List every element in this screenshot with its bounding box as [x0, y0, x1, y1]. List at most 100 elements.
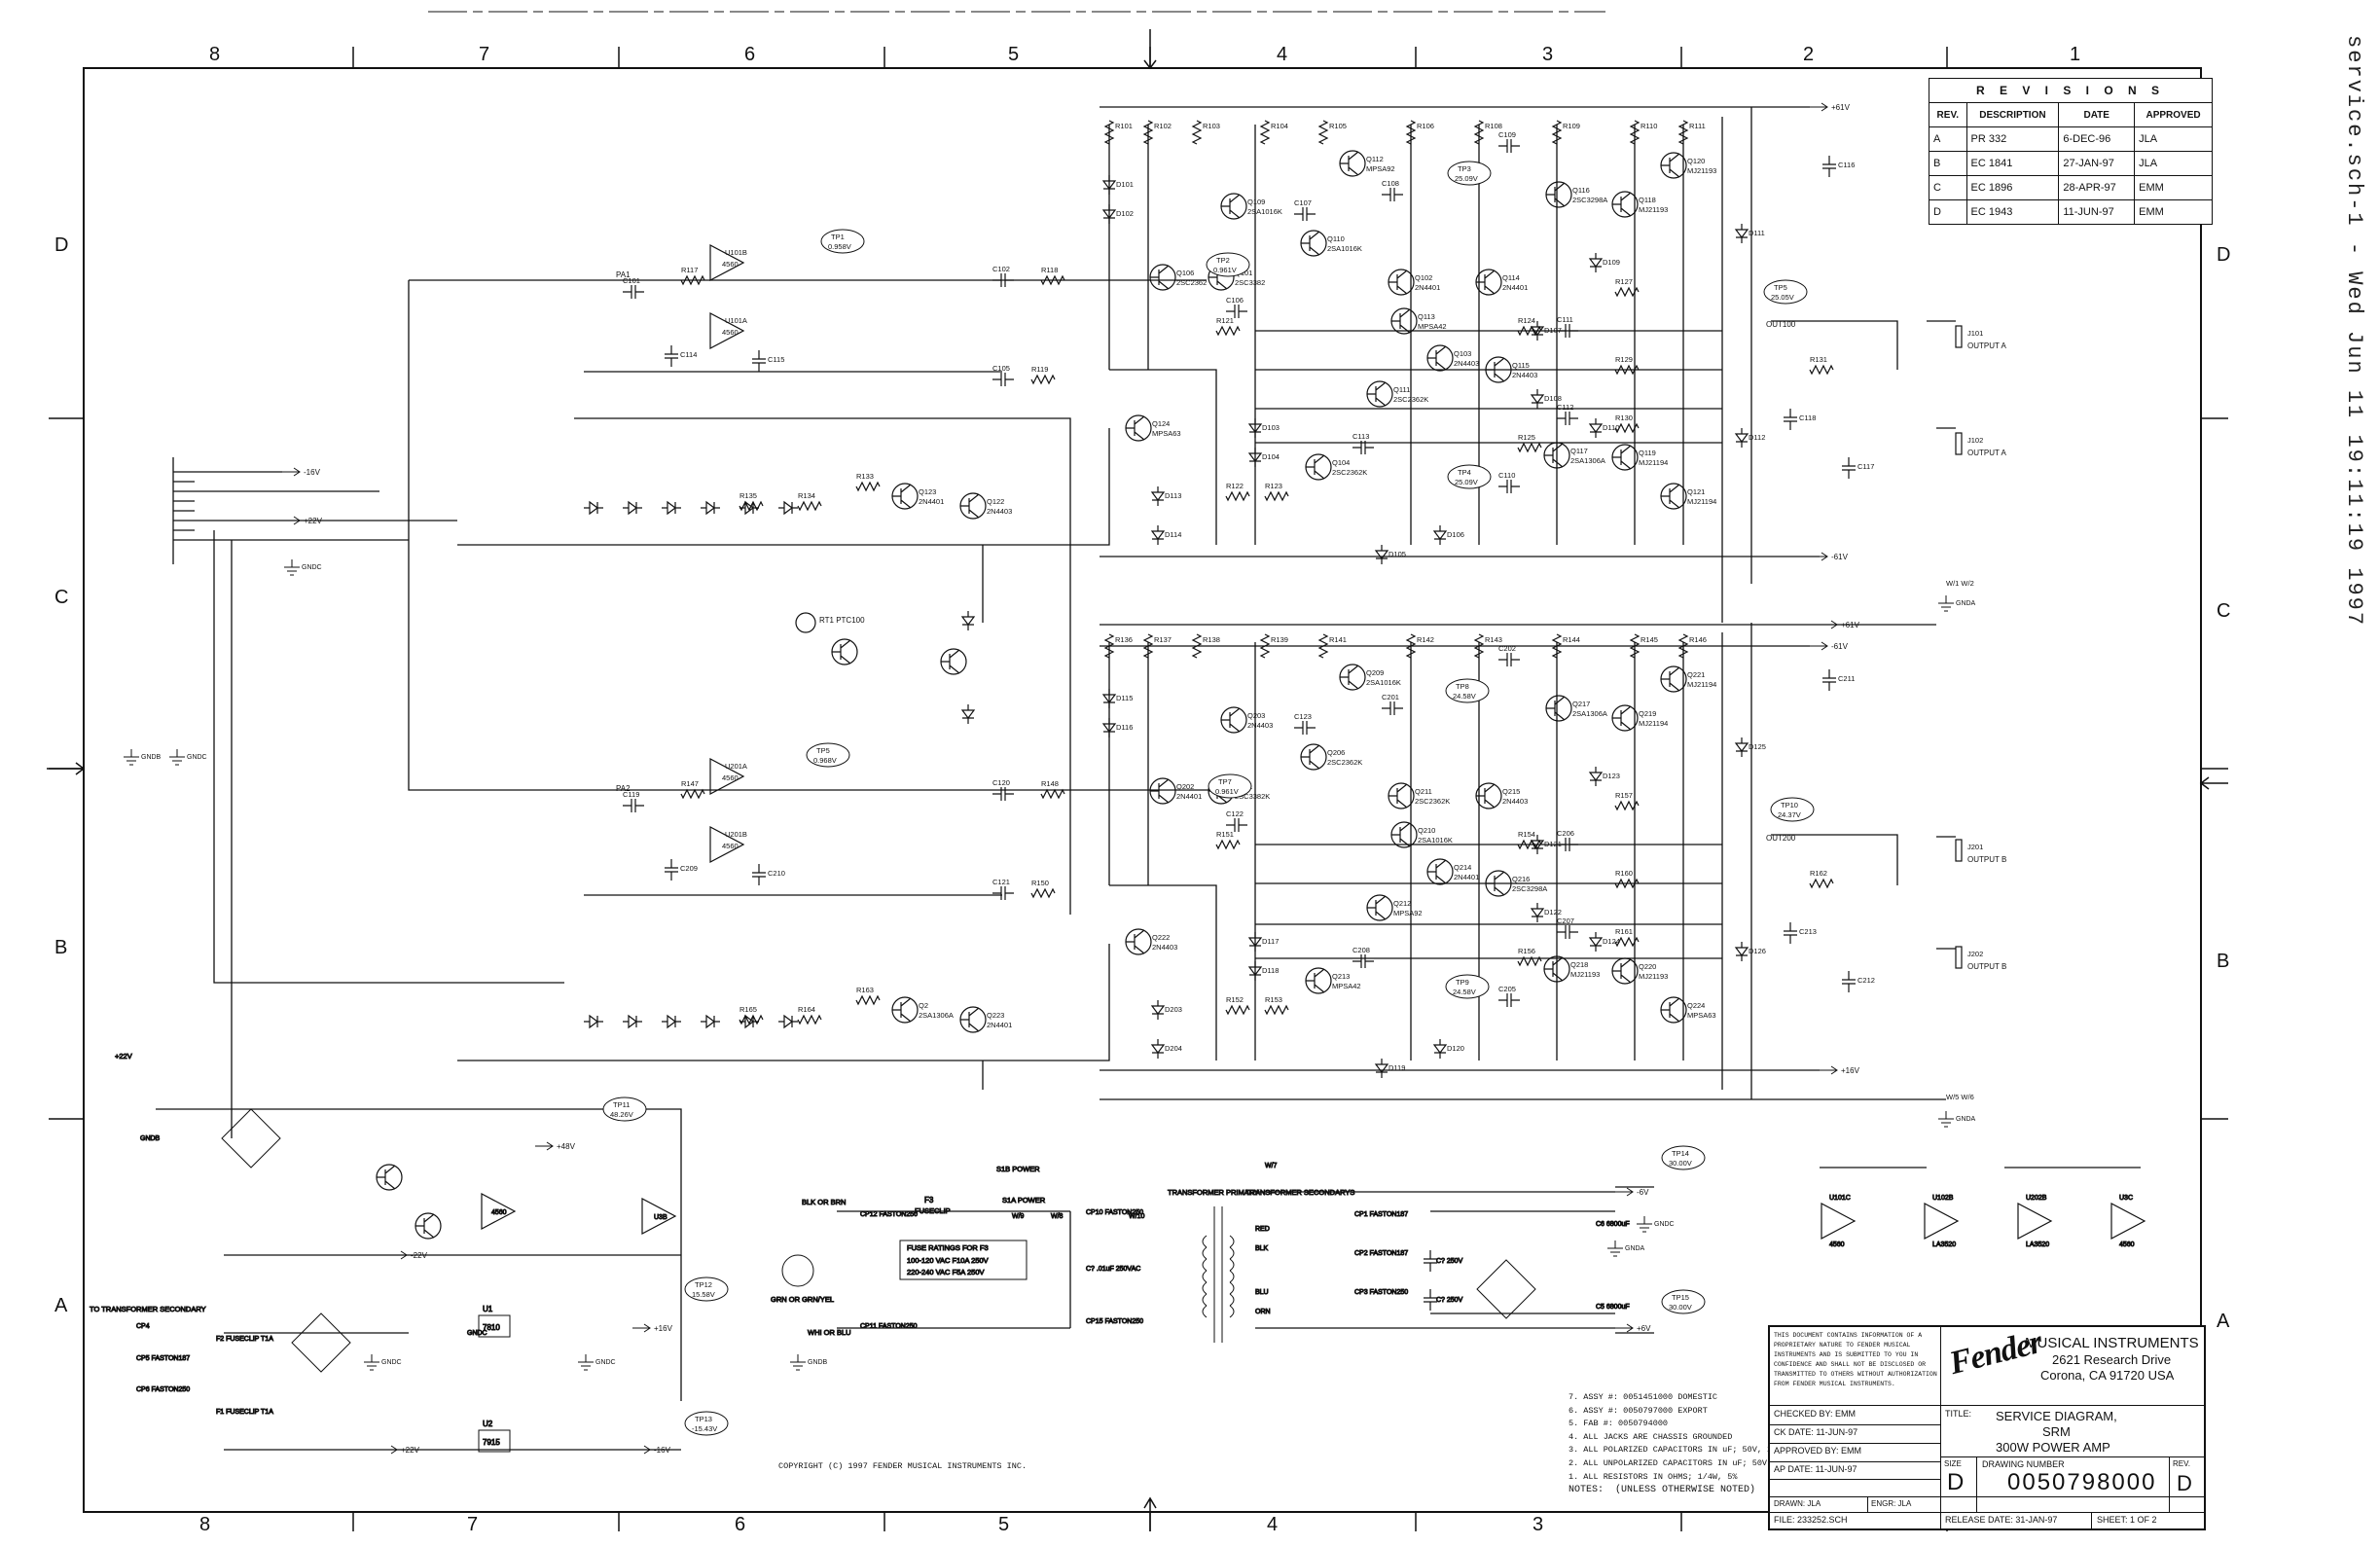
diode-symbol	[739, 500, 759, 516]
approved-by: APPROVED BY: EMM	[1774, 1446, 1862, 1456]
resistor-symbol	[1142, 633, 1154, 659]
transistor-part: 2SC3298A	[1512, 884, 1547, 893]
rev-cell: 27-JAN-97	[2058, 151, 2136, 176]
resistor-symbol	[1614, 878, 1640, 889]
opamp-symbol	[1821, 1203, 1857, 1240]
capacitor-symbol	[1382, 701, 1403, 715]
transistor-ref: Q121	[1687, 487, 1705, 496]
transistor-part: 2SA1306A	[1572, 709, 1607, 718]
output-jack-symbol	[1955, 946, 1963, 969]
test-point-id: TP11	[613, 1100, 630, 1109]
size-label: SIZE	[1944, 1459, 1962, 1468]
transistor-leads	[1661, 666, 1680, 692]
diode-symbol	[701, 1014, 720, 1029]
transformer-winding	[1202, 1235, 1208, 1248]
rail-arrow	[379, 1445, 398, 1455]
capacitor-symbol	[1822, 669, 1836, 691]
resistor-ref: R147	[681, 779, 699, 788]
transistor-ref: Q113	[1418, 312, 1435, 321]
capacitor-ref: C115	[768, 355, 784, 364]
regulator-symbol	[478, 1314, 511, 1338]
revisions-title: R E V I S I O N S	[1929, 78, 2213, 103]
resistor-symbol	[1103, 120, 1115, 145]
transistor-part: 2N4403	[1152, 943, 1177, 952]
test-point-oval	[1206, 252, 1250, 277]
capacitor-ref: C207	[1557, 917, 1574, 925]
test-point-oval	[1661, 1145, 1706, 1170]
transistor-leads	[1612, 705, 1632, 731]
zone-col-2-top: 2	[1803, 44, 1814, 65]
rev-row-b: B EC 1841 27-JAN-97 JLA	[1929, 151, 2213, 176]
transistor-part: MJ21194	[1639, 719, 1668, 728]
resistor-symbol	[1259, 633, 1271, 659]
diode-ref: D104	[1262, 452, 1280, 461]
capacitor-symbol	[992, 886, 1014, 900]
diode-symbol	[1150, 1039, 1166, 1059]
resistor-ref: R150	[1031, 879, 1049, 887]
rail-label: +61V	[1841, 621, 1860, 629]
transistor-ref: Q2	[919, 1001, 928, 1010]
resistor-symbol	[1103, 633, 1115, 659]
transistor-leads	[377, 1165, 396, 1190]
capacitor-symbol	[1557, 412, 1578, 425]
sheet-number: SHEET: 1 OF 2	[2097, 1515, 2157, 1525]
resistor-ref: R142	[1417, 635, 1434, 644]
capacitor-label: C? 250V	[1436, 1297, 1463, 1304]
revisions-table: R E V I S I O N S REV. DESCRIPTION DATE …	[1929, 78, 2213, 225]
test-point-id: TP10	[1781, 801, 1798, 809]
capacitor-symbol	[1294, 721, 1316, 735]
test-point-oval	[1445, 678, 1490, 703]
capacitor-symbol	[1498, 653, 1520, 666]
transistor-part: MJ21193	[1687, 166, 1716, 175]
test-point-voltage: 24.37V	[1778, 810, 1801, 819]
opamp-symbol	[709, 244, 745, 281]
zone-col-3-bottom: 3	[1533, 1514, 1543, 1535]
diode-ref: D109	[1603, 258, 1620, 267]
rail-label: -22V	[411, 1251, 428, 1260]
ground-label: GNDA	[1956, 600, 1976, 607]
rev-label: REV.	[2173, 1459, 2190, 1468]
jack-ref: J102	[1967, 436, 1983, 445]
transistor-ref: Q210	[1418, 826, 1435, 835]
resistor-symbol	[1030, 887, 1056, 899]
rail-label: +16V	[654, 1324, 673, 1333]
ground-label: GNDC	[467, 1330, 487, 1337]
transistor-part: 2N4403	[1454, 359, 1479, 368]
transistor-part: 2SC2362K	[1332, 468, 1367, 477]
resistor-symbol	[797, 1014, 822, 1025]
resistor-symbol	[1405, 633, 1417, 659]
resistor-ref: R109	[1563, 122, 1580, 130]
diode-symbol	[1247, 932, 1263, 952]
test-point-id: TP1	[831, 233, 845, 241]
test-point-id: TP5	[1774, 283, 1787, 292]
resistor-symbol	[1629, 633, 1641, 659]
resistor-symbol	[1030, 374, 1056, 385]
opamp-symbol	[2110, 1203, 2146, 1240]
resistor-ref: R103	[1203, 122, 1220, 130]
test-point-oval	[1661, 1289, 1706, 1314]
faston-label: CP4	[136, 1323, 150, 1330]
transistor-leads	[1221, 194, 1241, 219]
resistor-symbol	[1614, 364, 1640, 376]
ck-date: CK DATE: 11-JUN-97	[1774, 1427, 1858, 1437]
diode-symbol	[1530, 321, 1545, 341]
drawing-frame	[47, 11, 2228, 1531]
transistor-leads	[1340, 151, 1359, 176]
opamp-ref: U201A	[725, 762, 747, 771]
test-point-id: TP4	[1458, 468, 1471, 477]
transistor-ref: Q214	[1454, 863, 1471, 872]
capacitor-symbol	[1557, 925, 1578, 939]
transistor-part: 2N4401	[987, 1021, 1012, 1029]
transistor-leads	[1546, 696, 1566, 721]
transistor-leads	[1150, 778, 1170, 804]
capacitor-symbol	[623, 285, 644, 299]
resistor-symbol	[1215, 839, 1241, 850]
company-address-1: 2621 Research Drive	[2052, 1352, 2172, 1367]
capacitor-ref: C119	[623, 790, 639, 799]
components	[376, 120, 2146, 1311]
proprietary-notice: THIS DOCUMENT CONTAINS INFORMATION OF A …	[1774, 1332, 1937, 1387]
ap-date: AP DATE: 11-JUN-97	[1774, 1464, 1857, 1474]
capacitor-ref: C117	[1857, 462, 1874, 471]
